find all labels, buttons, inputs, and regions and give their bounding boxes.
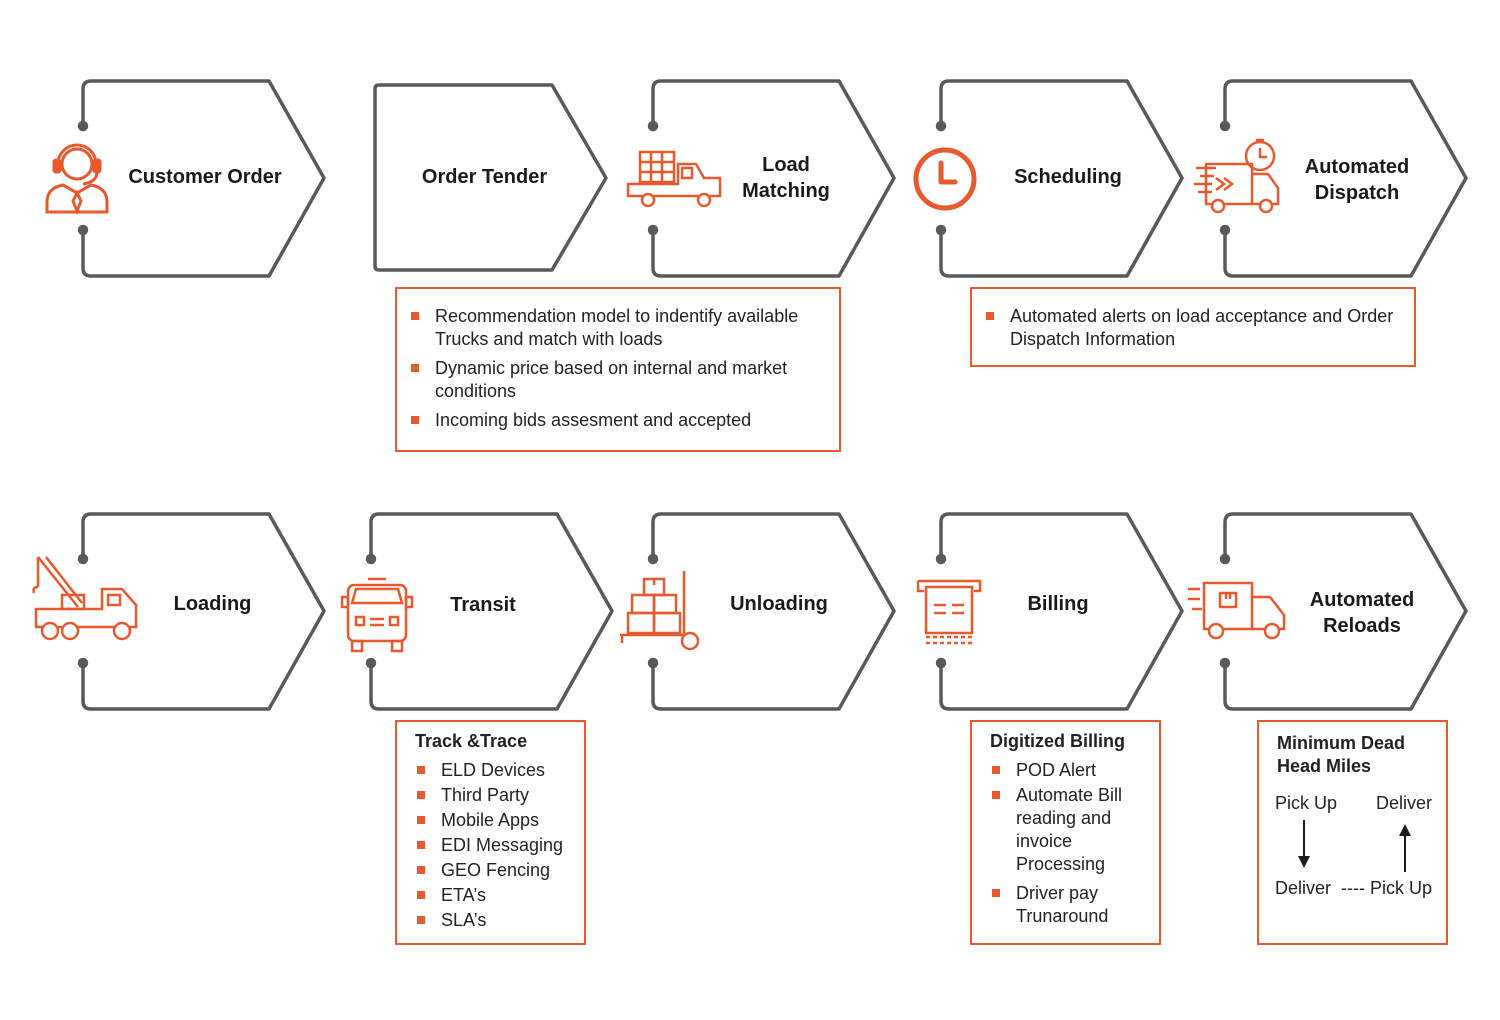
transit-details: Track &Trace ELD Devices Third Party Mob… [395, 720, 586, 945]
step-label: Automated Reloads [1309, 589, 1415, 637]
step-label: Loading [173, 593, 252, 615]
list-item: Third Party [415, 784, 578, 807]
step-unloading: Unloading [620, 512, 910, 713]
step-label: Scheduling [1014, 166, 1122, 188]
dispatch-details: Automated alerts on load acceptance and … [970, 287, 1416, 367]
arrow-up-icon [1399, 824, 1411, 872]
deliver-label-bottom: Deliver [1275, 878, 1332, 898]
step-label: Transit [450, 594, 516, 616]
customer-service-icon [42, 136, 112, 216]
step-automated-dispatch: Automated Dispatch [1194, 79, 1482, 280]
detail-list: Recommendation model to indentify availa… [409, 305, 831, 432]
step-transit: Transit [340, 512, 628, 713]
detail-title: Track &Trace [415, 731, 528, 751]
step-label: Billing [1027, 593, 1089, 615]
clock-icon [912, 146, 978, 212]
pickup-label-bottom: Pick Up [1370, 878, 1433, 898]
crane-truck-icon [32, 555, 142, 643]
step-scheduling: Scheduling [913, 79, 1198, 280]
detail-title: Minimum Dead Head Miles [1277, 733, 1406, 776]
step-label: Automated Dispatch [1304, 156, 1410, 204]
fast-delivery-truck-icon [1194, 138, 1284, 216]
load-matching-details: Recommendation model to indentify availa… [395, 287, 841, 452]
pickup-label-top: Pick Up [1275, 793, 1338, 813]
list-item: EDI Messaging [415, 834, 578, 857]
delivery-van-icon [1188, 581, 1288, 641]
list-item: POD Alert [990, 759, 1153, 782]
step-billing: Billing [916, 512, 1198, 713]
step-label: Order Tender [421, 166, 548, 188]
list-item: Dynamic price based on internal and mark… [409, 357, 831, 403]
list-item: Driver pay Trunaround [990, 882, 1153, 928]
step-automated-reloads: Automated Reloads [1188, 512, 1482, 713]
list-item: Automate Bill reading and invoice Proces… [990, 784, 1153, 876]
billing-details: Digitized Billing POD Alert Automate Bil… [970, 720, 1161, 945]
detail-list: POD Alert Automate Bill reading and invo… [990, 759, 1153, 928]
list-item: Incoming bids assesment and accepted [409, 409, 831, 432]
detail-list: Automated alerts on load acceptance and … [984, 305, 1406, 351]
step-order-tender: Order Tender [372, 80, 632, 280]
list-item: ETA’s [415, 884, 578, 907]
step-customer-order: Customer Order [45, 79, 340, 280]
detail-list: ELD Devices Third Party Mobile Apps EDI … [415, 759, 578, 932]
dash-connector: ---- [1341, 878, 1365, 898]
list-item: Mobile Apps [415, 809, 578, 832]
reloads-details: Minimum Dead Head Miles Pick Up Deliver … [1257, 720, 1448, 945]
receipt-icon [916, 579, 984, 645]
hand-truck-boxes-icon [618, 569, 704, 653]
list-item: Automated alerts on load acceptance and … [984, 305, 1406, 351]
arrow-down-icon [1298, 820, 1310, 868]
detail-title: Digitized Billing [990, 731, 1125, 751]
deliver-label-top: Deliver [1376, 793, 1433, 813]
step-label: Customer Order [128, 166, 282, 188]
step-label: Load Matching [742, 154, 830, 202]
list-item: SLA’s [415, 909, 578, 932]
list-item: GEO Fencing [415, 859, 578, 882]
step-label: Unloading [730, 593, 828, 615]
step-load-matching: Load Matching [626, 79, 910, 280]
step-loading: Loading [32, 512, 340, 713]
list-item: ELD Devices [415, 759, 578, 782]
truck-front-icon [340, 577, 414, 653]
truck-cargo-icon [626, 150, 724, 210]
list-item: Recommendation model to indentify availa… [409, 305, 831, 351]
